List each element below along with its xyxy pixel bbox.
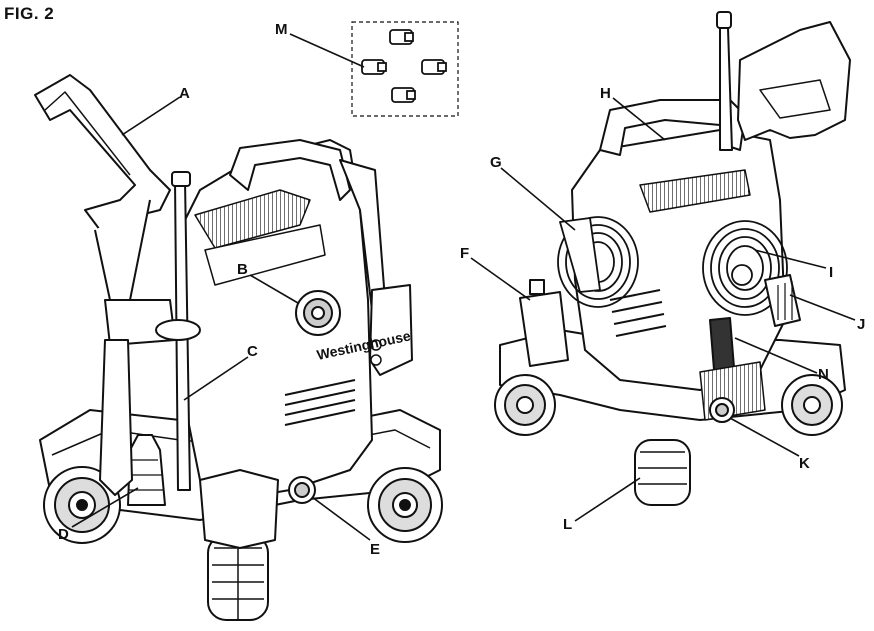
right-wheel-right [781,374,843,436]
callout-i: I [829,264,834,281]
nozzle-4 [391,87,416,103]
callout-j: J [857,316,866,333]
spray-gun-a [34,74,171,231]
callout-m: M [275,21,288,38]
leader-lines [71,33,856,541]
rear-spray-gun [737,21,851,141]
leader-i [754,249,827,269]
leader-c [183,356,249,401]
leader-d [71,487,139,528]
right-main-housing [571,129,786,391]
detergent-tank-j [764,274,801,327]
leader-f [470,257,531,301]
right-wheel-left [494,374,556,436]
leader-m [289,33,365,68]
leader-h [612,97,666,141]
water-inlet-e [288,476,316,504]
left-top-handle [229,139,351,201]
leader-k [729,417,800,457]
callout-k: K [799,455,810,472]
leader-g [500,167,576,231]
callout-e: E [370,541,381,558]
callout-a: A [179,85,190,102]
right-pressure-washer-rear-view [494,11,851,506]
leader-l [574,477,641,522]
left-pressure-washer-front-view: Westinghouse [34,74,443,621]
nozzle-2 [361,59,387,75]
leader-a [121,96,181,136]
left-wheel-rear [43,466,121,544]
leader-j [789,294,856,321]
detergent-bottle-d [127,434,166,506]
callout-c: C [247,343,258,360]
callout-f: F [460,245,470,262]
callout-b: B [237,261,248,278]
power-cord-plug-f [519,291,569,367]
hose-reel-g [557,216,639,308]
callout-n: N [818,366,829,383]
water-outlet-k [709,397,735,423]
right-wheel-front-l [634,439,691,506]
leader-b [249,274,299,304]
nozzle-1 [389,29,414,45]
nozzle-set-m [351,21,459,117]
callout-h: H [600,85,611,102]
leader-e [311,496,371,541]
callout-g: G [490,154,502,171]
power-switch-b [295,290,341,336]
left-wheel-right [367,467,443,543]
callout-l: L [563,516,573,533]
cord-reel-box [369,284,413,376]
cord-reel-i [702,220,788,316]
figure-title: FIG. 2 [4,4,55,23]
leader-n [734,337,818,374]
callout-d: D [58,526,69,543]
nozzle-3 [421,59,447,75]
